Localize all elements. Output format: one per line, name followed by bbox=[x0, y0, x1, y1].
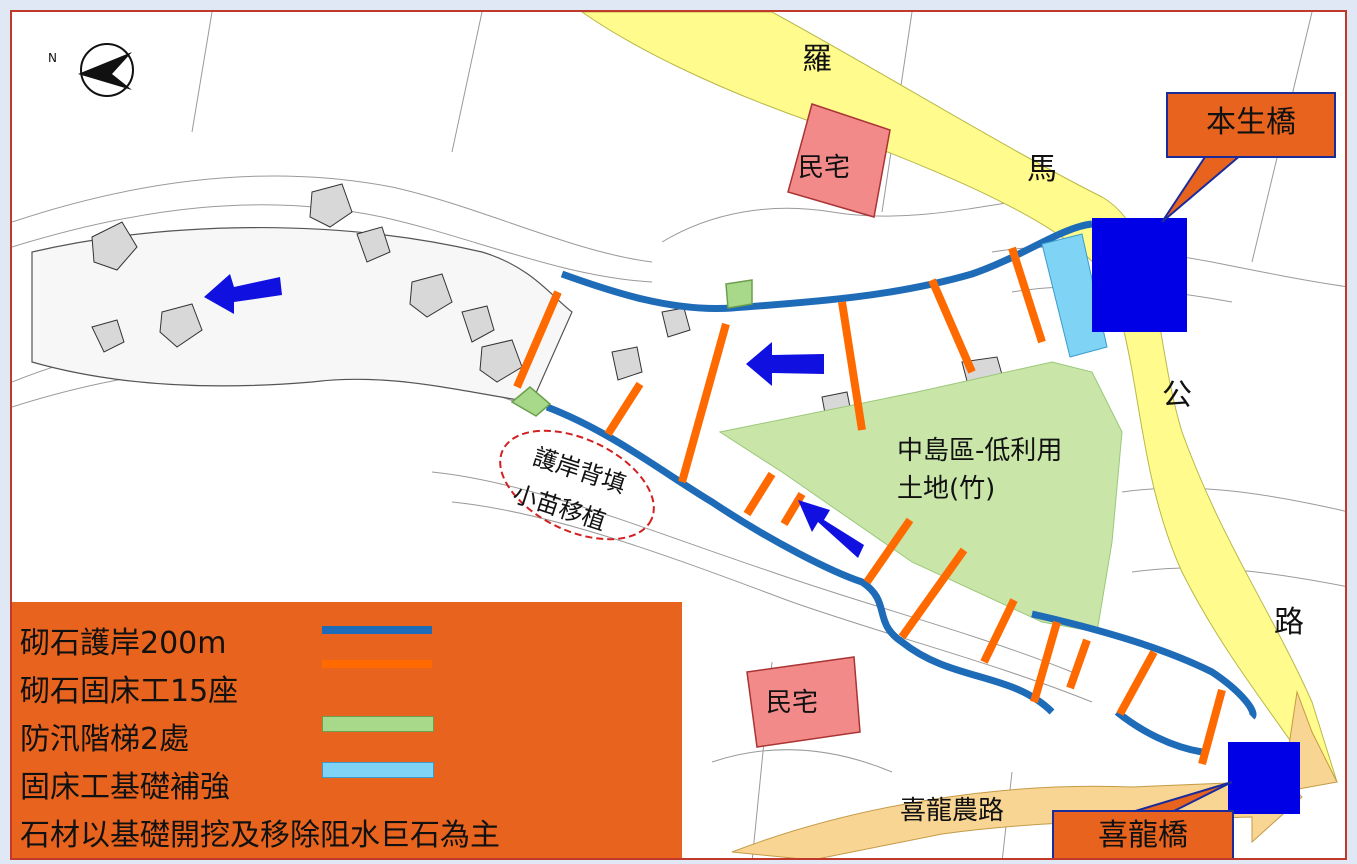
island-label-line1: 中島區-低利用 bbox=[897, 436, 1063, 466]
svg-text:N: N bbox=[48, 51, 57, 65]
flow-arrow-1 bbox=[204, 274, 282, 314]
island-area bbox=[718, 361, 1123, 633]
house-label-south: 民宅 bbox=[766, 688, 819, 718]
callout-tail-north bbox=[1161, 153, 1245, 223]
revetment-south bbox=[545, 403, 1055, 715]
flood-stair-south bbox=[510, 386, 552, 417]
island-label: 中島區-低利用 土地(竹) bbox=[897, 432, 1062, 508]
legend-swatch-revetment bbox=[322, 626, 432, 634]
legend-label-stone: 石材以基礎開挖及移除阻水巨石為主 bbox=[20, 818, 500, 853]
bridge-callout-xilong: 喜龍橋 bbox=[1052, 810, 1234, 858]
road-char-3: 公 bbox=[1162, 378, 1192, 413]
legend: 砌石護岸200m 砌石固床工15座 防汛階梯2處 固床工基礎補強 石材以基礎開挖… bbox=[12, 602, 682, 858]
bridge-xilong-block bbox=[1228, 742, 1300, 814]
north-arrow-icon: N bbox=[48, 43, 134, 97]
legend-label-reinforcement: 固床工基礎補強 bbox=[20, 770, 230, 805]
bridge-callout-bensheng: 本生橋 bbox=[1166, 92, 1336, 158]
road-char-4: 路 bbox=[1274, 605, 1304, 640]
island-label-line2: 土地(竹) bbox=[897, 474, 996, 504]
groundsills bbox=[513, 246, 1226, 766]
bridge-bensheng-block bbox=[1092, 218, 1187, 332]
house-label-north: 民宅 bbox=[798, 153, 851, 183]
stream-channel bbox=[31, 227, 573, 403]
flow-arrow-2 bbox=[746, 342, 824, 386]
legend-swatch-reinforcement bbox=[322, 762, 434, 778]
road-char-2: 馬 bbox=[1027, 152, 1057, 187]
flow-arrows bbox=[204, 274, 864, 558]
road-char-1: 羅 bbox=[802, 42, 832, 77]
site-plan-drawing: N bbox=[12, 12, 1345, 858]
house-south bbox=[746, 656, 861, 748]
legend-swatch-stair bbox=[322, 716, 434, 732]
house-north bbox=[787, 103, 891, 218]
legend-label-revetment: 砌石護岸200m bbox=[20, 626, 227, 661]
planting-zone bbox=[499, 429, 655, 541]
revetment-south-east bbox=[1031, 610, 1257, 720]
legend-label-groundsill: 砌石固床工15座 bbox=[20, 674, 239, 709]
foundation-reinforcement bbox=[1041, 233, 1108, 358]
legend-swatch-groundsill bbox=[322, 660, 432, 668]
farm-road-label: 喜龍農路 bbox=[900, 796, 1005, 826]
legend-label-stair: 防汛階梯2處 bbox=[20, 722, 190, 757]
boulders bbox=[91, 183, 1155, 425]
flow-arrow-3 bbox=[798, 500, 864, 558]
flood-stair-north bbox=[725, 279, 753, 309]
revetment-north bbox=[560, 220, 1093, 312]
site-plan: N 羅 馬 公 路 民宅 民宅 中島區-低利用 土地(竹) 護岸背填 小苗移植 … bbox=[10, 10, 1347, 860]
